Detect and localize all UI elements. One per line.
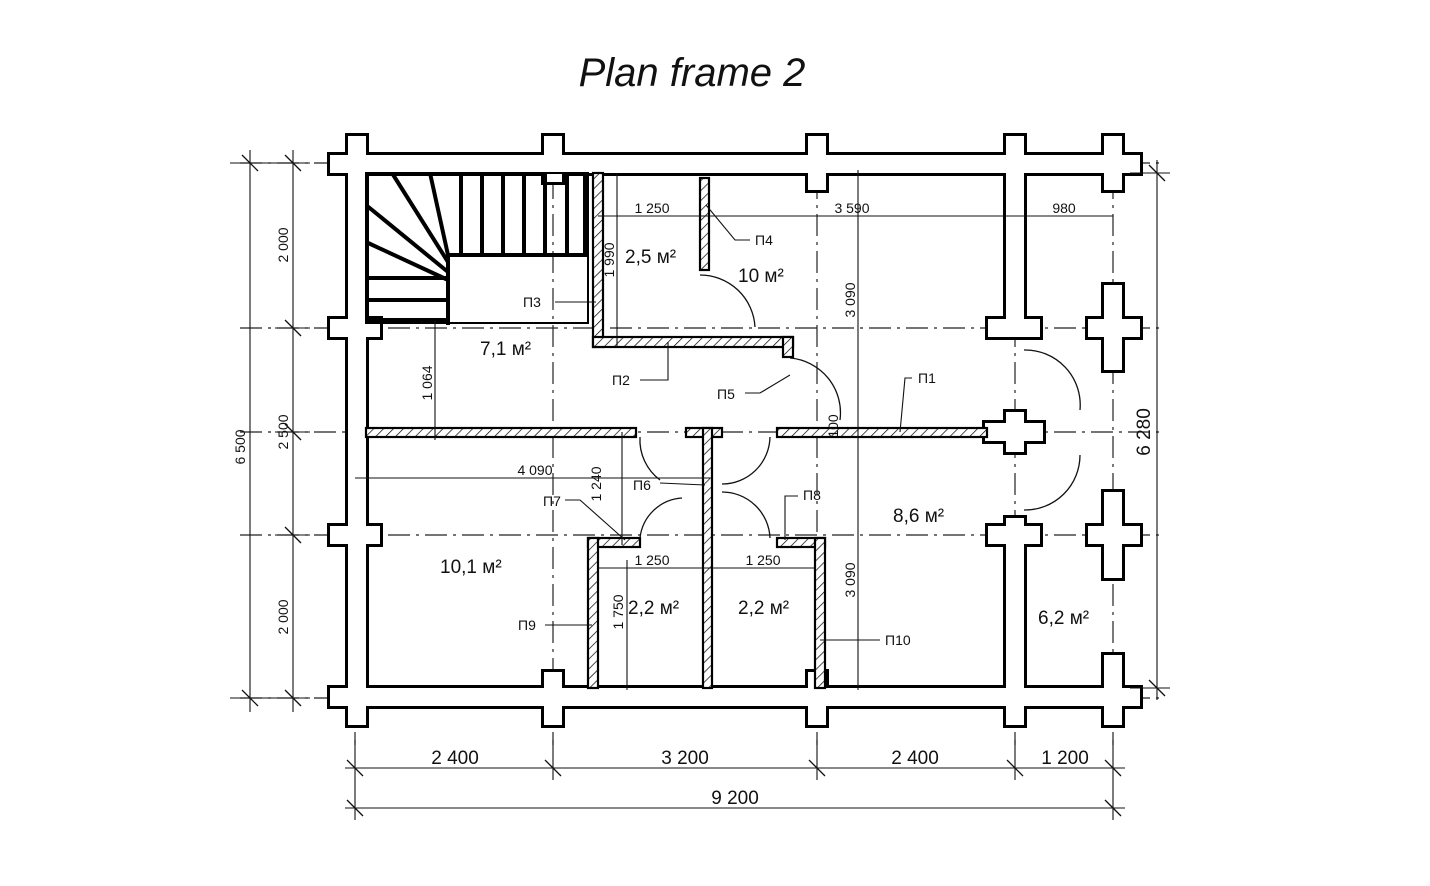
dim-left-bottom: 2 000 — [275, 599, 291, 634]
room-area: 8,6 м² — [893, 506, 944, 527]
partition-label-p9: П9 — [518, 617, 536, 633]
partition-label-p10: П10 — [885, 632, 911, 648]
room-area: 2,2 м² — [738, 598, 789, 619]
dim-left-middle: 2 500 — [275, 414, 291, 449]
partition-label-p7: П7 — [543, 493, 561, 509]
dim-980: 980 — [1052, 200, 1076, 216]
partition-label-p4: П4 — [755, 232, 773, 248]
dim-1064: 1 064 — [419, 365, 435, 400]
dim-right-total: 6 280 — [1134, 408, 1155, 456]
dim-1250-top: 1 250 — [634, 200, 669, 216]
staircase — [364, 171, 589, 325]
door-swings — [639, 274, 1081, 539]
dim-bottom-span-1: 2 400 — [431, 748, 479, 769]
dim-left-top: 2 000 — [275, 227, 291, 262]
room-area: 6,2 м² — [1038, 608, 1089, 629]
dim-1990: 1 990 — [601, 242, 617, 277]
room-area: 2,2 м² — [628, 598, 679, 619]
dim-bottom-span-3: 2 400 — [891, 748, 939, 769]
partition-leaders — [545, 204, 912, 641]
partition-label-p3: П3 — [523, 294, 541, 310]
partition-label-p2: П2 — [612, 372, 630, 388]
room-area: 10,1 м² — [440, 557, 502, 578]
dim-3090-bottom: 3 090 — [842, 562, 858, 597]
dim-bottom-span-4: 1 200 — [1041, 748, 1089, 769]
dim-1240: 1 240 — [588, 466, 604, 501]
dim-100: 100 — [825, 414, 841, 438]
partition-label-p8: П8 — [803, 487, 821, 503]
dim-bottom-total: 9 200 — [711, 788, 759, 809]
plan-title: Plan frame 2 — [579, 51, 806, 95]
dim-4090: 4 090 — [517, 462, 552, 478]
room-area: 10 м² — [738, 266, 784, 287]
partitions — [364, 171, 989, 690]
partition-label-p1: П1 — [918, 370, 936, 386]
partition-label-p6: П6 — [633, 477, 651, 493]
partition-label-p5: П5 — [717, 386, 735, 402]
log-walls — [327, 133, 1143, 728]
room-area: 7,1 м² — [480, 339, 531, 360]
dim-1250-right: 1 250 — [745, 552, 780, 568]
room-area: 2,5 м² — [625, 247, 676, 268]
dim-3090-top: 3 090 — [842, 282, 858, 317]
dim-bottom-span-2: 3 200 — [661, 748, 709, 769]
dim-3590: 3 590 — [834, 200, 869, 216]
dim-left-total: 6 500 — [232, 429, 248, 464]
dim-1250-left: 1 250 — [634, 552, 669, 568]
dimension-lines — [230, 150, 1170, 820]
dim-1750: 1 750 — [610, 594, 626, 629]
